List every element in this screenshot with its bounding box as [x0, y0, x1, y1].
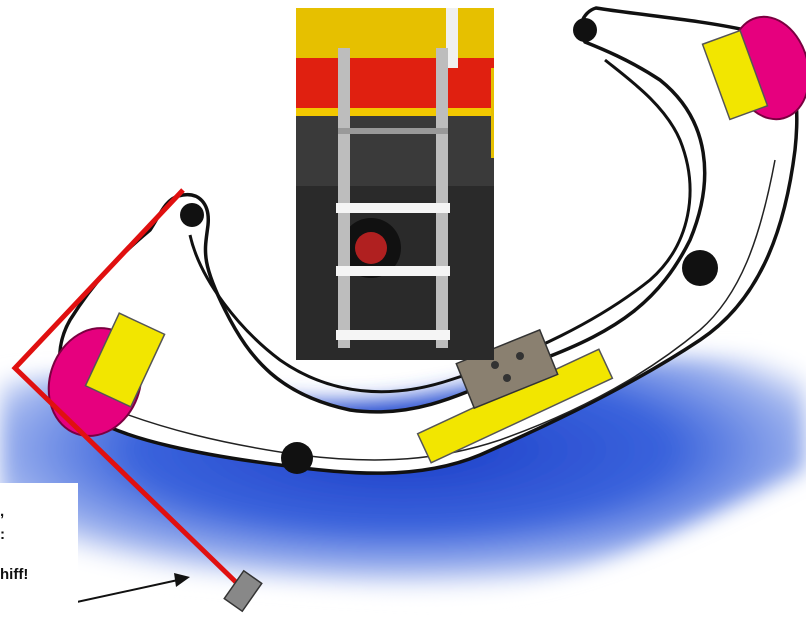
ballast-hole [503, 374, 511, 382]
pulley-right [682, 250, 718, 286]
caption-line-3: hiff! [0, 566, 28, 583]
caption-line-2: : [0, 526, 5, 543]
photo-of-boarding-ladder [296, 8, 494, 360]
pulley-top-right [573, 18, 597, 42]
caption: , : hiff! [0, 483, 78, 618]
ballast-hole [516, 352, 524, 360]
caption-line-1: , [0, 503, 4, 520]
ballast-hole [491, 361, 499, 369]
pulley-top [180, 203, 204, 227]
pulley-left [281, 442, 313, 474]
arrow-head [174, 573, 190, 587]
